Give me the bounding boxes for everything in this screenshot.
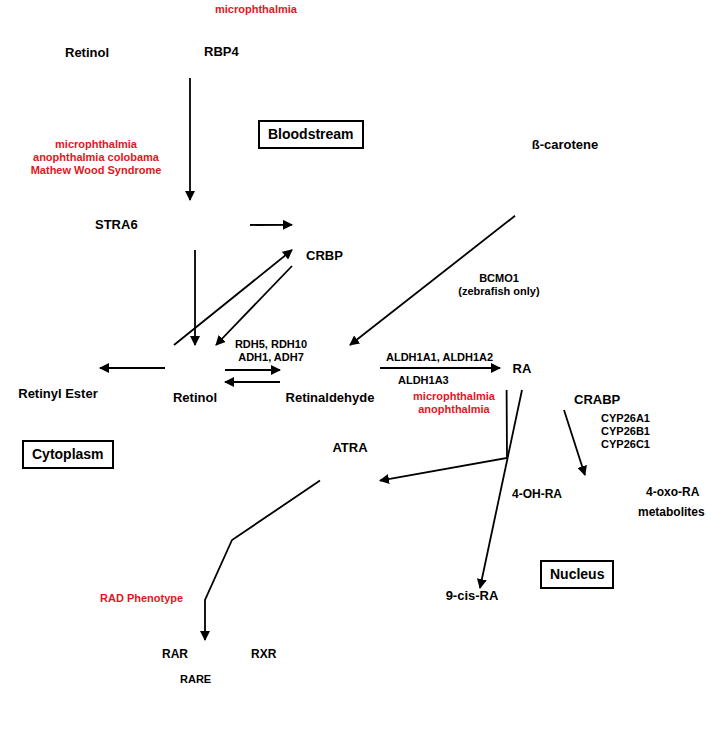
- node-label: RXR: [251, 647, 276, 661]
- ester-molecule: Retinyl Ester: [16, 340, 100, 406]
- node-label: Retinol: [65, 45, 109, 60]
- pathway-arrow: [189, 78, 191, 200]
- node-label: ATRA: [332, 440, 367, 455]
- pathway-arrow: [174, 250, 292, 345]
- disease-label: microphthalmia: [215, 3, 297, 16]
- carotene-molecule: ß-carotene: [515, 135, 615, 230]
- receptor-protein: RAR: [160, 640, 220, 668]
- cell-membrane: [15, 195, 711, 733]
- receptor-protein: RXR: [225, 640, 285, 668]
- node-label: Retinyl Ester: [18, 386, 97, 401]
- pathway-arrow: [380, 367, 500, 369]
- node-label: Cytoplasm: [32, 446, 104, 463]
- pathway-arrow: [205, 481, 320, 640]
- node-label: ß-carotene: [532, 137, 598, 152]
- membrane-receptor: STRA6: [95, 200, 250, 250]
- acid-molecule: ATRA: [320, 440, 380, 498]
- element-label: RARE: [180, 673, 211, 686]
- enzyme-label: CYP26A1 CYP26B1 CYP26C1: [598, 412, 653, 451]
- pathway-arrow: [225, 381, 280, 383]
- enzyme-label: ALDH1A3: [398, 374, 449, 387]
- binding-protein: CRABP: [546, 340, 636, 410]
- pathway-arrow: [250, 224, 292, 226]
- pathway-arrow: [564, 410, 585, 475]
- node-label: Nucleus: [540, 560, 614, 589]
- node-label: Retinol: [173, 390, 217, 405]
- acid-molecule: RA: [500, 346, 544, 390]
- pathway-arrow: [380, 390, 507, 481]
- node-label: CRABP: [574, 392, 620, 407]
- disease-label: microphthalmia anophthalmia: [410, 390, 498, 416]
- node-label: 4-oxo-RA: [646, 485, 699, 499]
- region-label: Bloodstream: [258, 120, 364, 149]
- mutation-bolt: [217, 16, 230, 40]
- mutation-bolt: [397, 391, 410, 415]
- pathway-arrow: [225, 369, 280, 371]
- retinol-molecule: Retinol: [65, 30, 165, 76]
- disease-label: microphthalmia anophthalmia colobama Mat…: [30, 138, 162, 177]
- retinol-molecule: Retinol: [165, 345, 225, 407]
- shape-outline: [292, 182, 395, 284]
- pathway-arrow: [100, 367, 165, 369]
- pathway-arrow: [216, 266, 292, 345]
- node-label: RBP4: [204, 44, 239, 59]
- enzyme-label: ALDH1A1, ALDH1A2: [386, 351, 493, 364]
- enzyme-label: BCMO1 (zebrafish only): [455, 272, 543, 298]
- node-label: metabolites: [638, 505, 705, 519]
- node-label: Bloodstream: [268, 126, 354, 143]
- binding-protein: RBP4: [158, 28, 243, 78]
- node-label: CRBP: [306, 248, 343, 263]
- node-label: 9-cis-RA: [446, 588, 499, 603]
- pathway-arrow: [194, 250, 196, 345]
- node-label: Retinaldehyde: [286, 390, 375, 405]
- enzyme-label: RDH5, RDH10 ADH1, ADH7: [232, 338, 310, 364]
- phenotype-label: RAD Phenotype: [100, 592, 183, 605]
- region-label: Cytoplasm: [22, 440, 114, 469]
- metabolite-group: 4-OH-RA 4-oxo-RA metabolites: [512, 475, 708, 525]
- node-label: 4-OH-RA: [512, 487, 562, 501]
- nucleus-ellipse: Nucleus ATRA 9-cis-RA RAR RXR: [75, 420, 650, 733]
- acid-molecule: 9-cis-RA: [435, 588, 510, 646]
- binding-protein: CRBP: [292, 182, 395, 284]
- node-label: STRA6: [95, 217, 138, 232]
- node-label: RA: [513, 361, 532, 376]
- node-label: RAR: [162, 647, 188, 661]
